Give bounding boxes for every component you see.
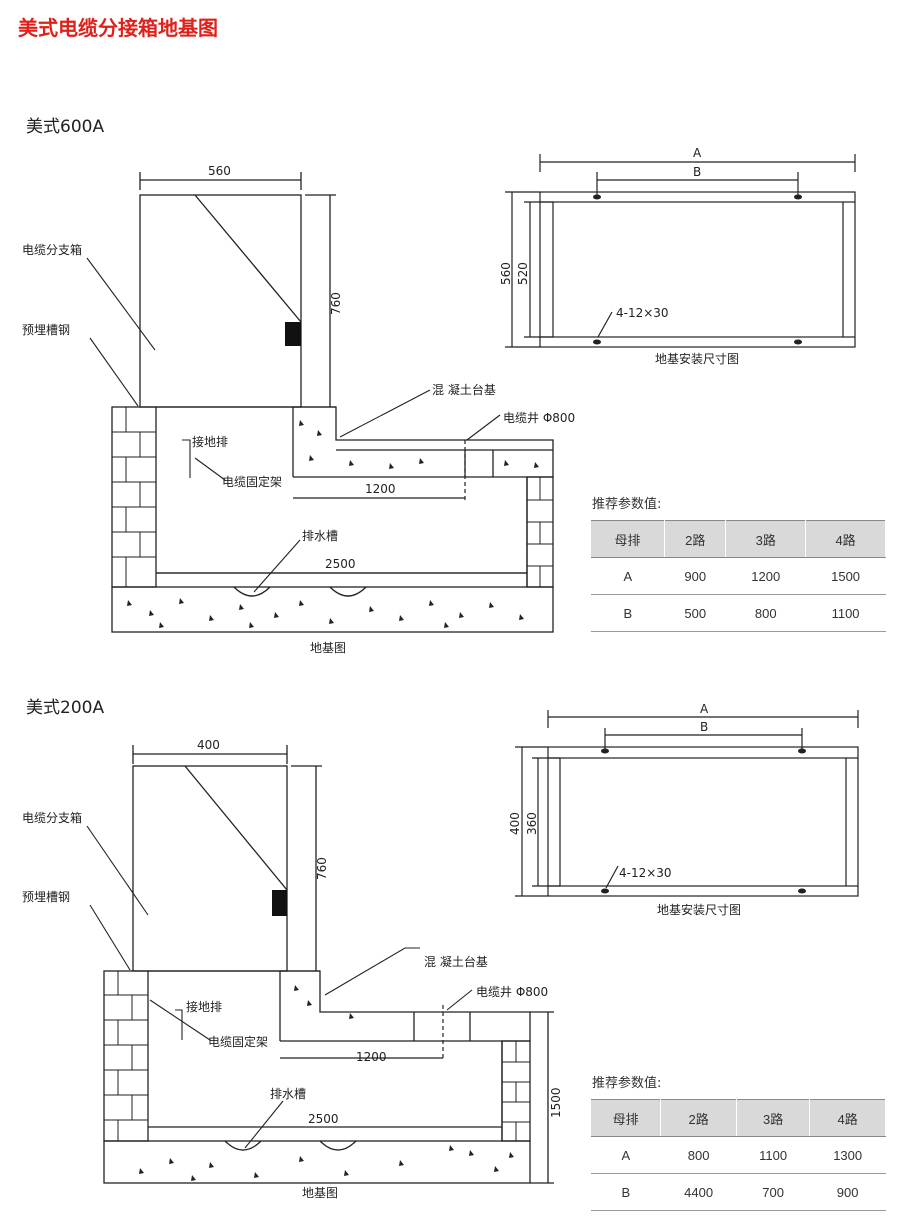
cell: 500 xyxy=(664,594,726,632)
label-foundation-plan: 地基图 xyxy=(302,1186,338,1200)
box-lock-block xyxy=(285,322,301,346)
label-holes-200a: 4-12×30 xyxy=(619,866,672,880)
install-frame-600a xyxy=(505,154,856,348)
label-cable-bracket: 电缆固定架 xyxy=(222,474,282,489)
th-3way: 3路 xyxy=(736,1099,811,1137)
cell: A xyxy=(591,557,665,595)
section-title-600a: 美式600A xyxy=(26,117,105,137)
label-cable-box: 电缆分支箱 xyxy=(22,810,82,825)
label-foundation-plan: 地基图 xyxy=(310,641,346,655)
rec-title-200a: 推荐参数值: xyxy=(592,1076,662,1091)
label-concrete-base: 混 凝土台基 xyxy=(424,954,488,969)
dim-span-2500: 2500 xyxy=(325,557,356,571)
concrete-texture xyxy=(127,420,539,628)
th-4way: 4路 xyxy=(809,1099,886,1137)
table-header-row: 母排 2路 3路 4路 xyxy=(591,520,886,558)
dim-A-600a: A xyxy=(693,146,702,160)
rec-table-200a: 母排 2路 3路 4路 A 800 1100 1300 B 4400 700 9… xyxy=(591,1099,886,1211)
cell: 1100 xyxy=(736,1136,810,1174)
cell: 700 xyxy=(736,1173,810,1211)
table-row: A 900 1200 1500 xyxy=(591,557,886,595)
dim-span-2500: 2500 xyxy=(308,1112,339,1126)
cell: 900 xyxy=(664,557,726,595)
dim-inner-height-200a: 360 xyxy=(525,812,539,835)
dim-outer-height-600a: 560 xyxy=(499,262,513,285)
cell: 800 xyxy=(725,594,806,632)
page-title: 美式电缆分接箱地基图 xyxy=(18,16,218,40)
box-lock-block xyxy=(272,890,287,916)
dim-box-width: 400 xyxy=(197,738,220,752)
label-ground-bar: 接地排 xyxy=(186,999,222,1014)
dim-box-width: 560 xyxy=(208,164,231,178)
label-cable-well: 电缆井 Φ800 xyxy=(476,985,548,999)
label-concrete-base: 混 凝土台基 xyxy=(432,382,496,397)
section-title-200a: 美式200A xyxy=(26,698,105,718)
label-cable-box: 电缆分支箱 xyxy=(22,242,82,257)
cell: 1100 xyxy=(805,594,886,632)
dim-box-height: 760 xyxy=(329,292,343,315)
dim-B-200a: B xyxy=(700,720,708,734)
concrete-texture xyxy=(139,985,514,1181)
dim-box-height: 760 xyxy=(315,857,329,880)
cell: B xyxy=(591,594,665,632)
dim-outer-height-200a: 400 xyxy=(508,812,522,835)
label-ground-bar: 接地排 xyxy=(192,434,228,449)
install-frame-200a xyxy=(515,710,859,897)
th-2way: 2路 xyxy=(664,520,727,558)
label-steel-channel: 预埋槽钢 xyxy=(22,323,70,337)
cell: 800 xyxy=(660,1136,737,1174)
dim-A-200a: A xyxy=(700,702,709,716)
cell: 1300 xyxy=(809,1136,886,1174)
table-row: A 800 1100 1300 xyxy=(591,1136,886,1174)
th-2way: 2路 xyxy=(660,1099,737,1137)
cell: A xyxy=(591,1136,661,1174)
th-3way: 3路 xyxy=(725,520,807,558)
cell: B xyxy=(591,1173,661,1211)
cell: 900 xyxy=(809,1173,886,1211)
label-drain-trough: 排水槽 xyxy=(270,1087,306,1101)
label-install-dims-600a: 地基安装尺寸图 xyxy=(655,351,739,366)
dim-inner-height-600a: 520 xyxy=(516,262,530,285)
cell: 1500 xyxy=(805,557,886,595)
table-header-row: 母排 2路 3路 4路 xyxy=(591,1099,886,1137)
rec-title-600a: 推荐参数值: xyxy=(592,497,662,512)
rec-table-600a: 母排 2路 3路 4路 A 900 1200 1500 B 500 800 11… xyxy=(591,520,886,632)
cell: 1200 xyxy=(725,557,806,595)
label-cable-bracket: 电缆固定架 xyxy=(208,1034,268,1049)
label-drain-trough: 排水槽 xyxy=(302,529,338,543)
dim-B-600a: B xyxy=(693,165,701,179)
dim-span-1200: 1200 xyxy=(365,482,396,496)
dim-depth-1500: 1500 xyxy=(549,1087,563,1118)
table-row: B 4400 700 900 xyxy=(591,1173,886,1211)
th-busbar: 母排 xyxy=(591,520,666,558)
th-busbar: 母排 xyxy=(591,1099,662,1137)
dim-span-1200: 1200 xyxy=(356,1050,387,1064)
label-steel-channel: 预埋槽钢 xyxy=(22,890,70,904)
cell: 4400 xyxy=(660,1173,737,1211)
label-install-dims-200a: 地基安装尺寸图 xyxy=(657,902,741,917)
label-holes-600a: 4-12×30 xyxy=(616,306,669,320)
th-4way: 4路 xyxy=(805,520,886,558)
label-cable-well: 电缆井 Φ800 xyxy=(503,411,575,425)
table-row: B 500 800 1100 xyxy=(591,594,886,632)
